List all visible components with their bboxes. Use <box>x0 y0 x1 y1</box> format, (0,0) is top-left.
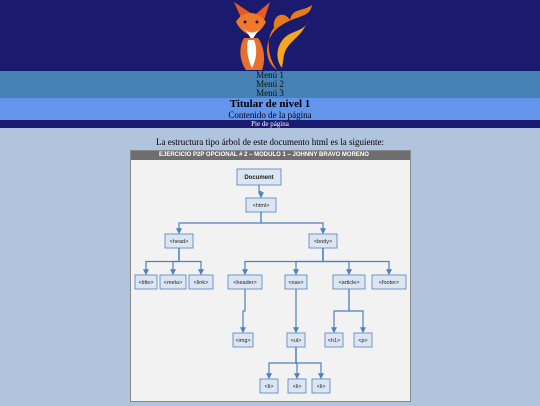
tree-node-document: Document <box>236 168 282 186</box>
fox-logo-icon <box>234 2 312 70</box>
tree-node-h1: <h1> <box>324 332 344 348</box>
dom-tree-diagram: EJERCICIO P2P OPCIONAL # 2 – MODULO 1 – … <box>130 150 411 402</box>
tree-node-article: <article> <box>332 274 366 290</box>
edge-head-meta <box>170 248 180 276</box>
edge-body-footer <box>322 248 392 276</box>
tree-node-li1: <li> <box>259 378 279 394</box>
tree-node-document-label: Document <box>244 175 273 181</box>
tree-node-header-label: <header> <box>233 280 257 286</box>
menu-item-1[interactable]: Menú 1 <box>256 70 284 80</box>
tree-node-h1-label: <h1> <box>328 338 341 344</box>
edge-html-body <box>260 212 326 235</box>
tree-node-p-label: <p> <box>358 338 367 344</box>
tree-node-link: <link> <box>188 274 214 290</box>
tree-node-link-label: <link> <box>194 280 209 286</box>
page-content: Contenido de la página <box>228 110 312 120</box>
tree-node-head: <head> <box>164 233 194 249</box>
edge-article-p <box>348 289 366 334</box>
tree-node-meta-label: <meta> <box>164 280 183 286</box>
edge-header-img <box>240 289 246 334</box>
tree-node-meta: <meta> <box>159 274 187 290</box>
content-section: Titular de nivel 1 Contenido de la págin… <box>0 98 540 120</box>
tree-node-li1-label: <li> <box>265 384 274 390</box>
tree-node-li3-label: <li> <box>317 384 326 390</box>
tree-node-head-label: <head> <box>170 239 189 245</box>
intro-text: La estructura tipo árbol de este documen… <box>156 137 384 147</box>
main-menu: Menú 1 Menú 2 Menú 3 <box>0 71 540 98</box>
tree-node-html: <html> <box>245 197 277 213</box>
menu-item-3[interactable]: Menú 3 <box>256 88 284 98</box>
tree-node-li2-label: <li> <box>293 384 302 390</box>
tree-node-footer-label: <footer> <box>379 280 400 286</box>
tree-node-p: <p> <box>353 332 373 348</box>
tree-node-img-label: <img> <box>235 338 250 344</box>
tree-node-ul-label: <ul> <box>291 338 302 344</box>
tree-node-nav-label: <nav> <box>288 280 303 286</box>
edge-head-link <box>178 248 204 276</box>
menu-item-2[interactable]: Menú 2 <box>256 79 284 89</box>
tree-node-ul: <ul> <box>286 332 306 348</box>
edge-article-h1 <box>331 289 350 334</box>
tree-node-nav: <nav> <box>284 274 308 290</box>
edge-ul-li3 <box>295 347 324 380</box>
edge-ul-li1 <box>266 347 297 380</box>
tree-node-body-label: <body> <box>314 239 332 245</box>
page-footer: Pie de página <box>0 120 540 128</box>
tree-node-title-label: <title> <box>139 280 154 286</box>
tree-node-title: <title> <box>134 274 158 290</box>
tree-node-header: <header> <box>227 274 263 290</box>
diagram-title: EJERCICIO P2P OPCIONAL # 2 – MODULO 1 – … <box>131 151 410 160</box>
edge-document-html <box>258 185 264 199</box>
page-heading: Titular de nivel 1 <box>229 98 311 110</box>
dom-tree-svg: Document <html> <head> <body> <title> <meta> <… <box>134 168 407 394</box>
tree-node-body: <body> <box>308 233 338 249</box>
edge-html-head <box>176 212 262 235</box>
tree-node-img: <img> <box>232 332 254 348</box>
page-header <box>0 0 540 71</box>
tree-node-html-label: <html> <box>253 203 270 209</box>
tree-node-li2: <li> <box>287 378 307 394</box>
tree-node-article-label: <article> <box>338 280 359 286</box>
edge-body-nav <box>293 248 324 276</box>
tree-node-footer: <footer> <box>371 274 407 290</box>
tree-node-li3: <li> <box>311 378 331 394</box>
